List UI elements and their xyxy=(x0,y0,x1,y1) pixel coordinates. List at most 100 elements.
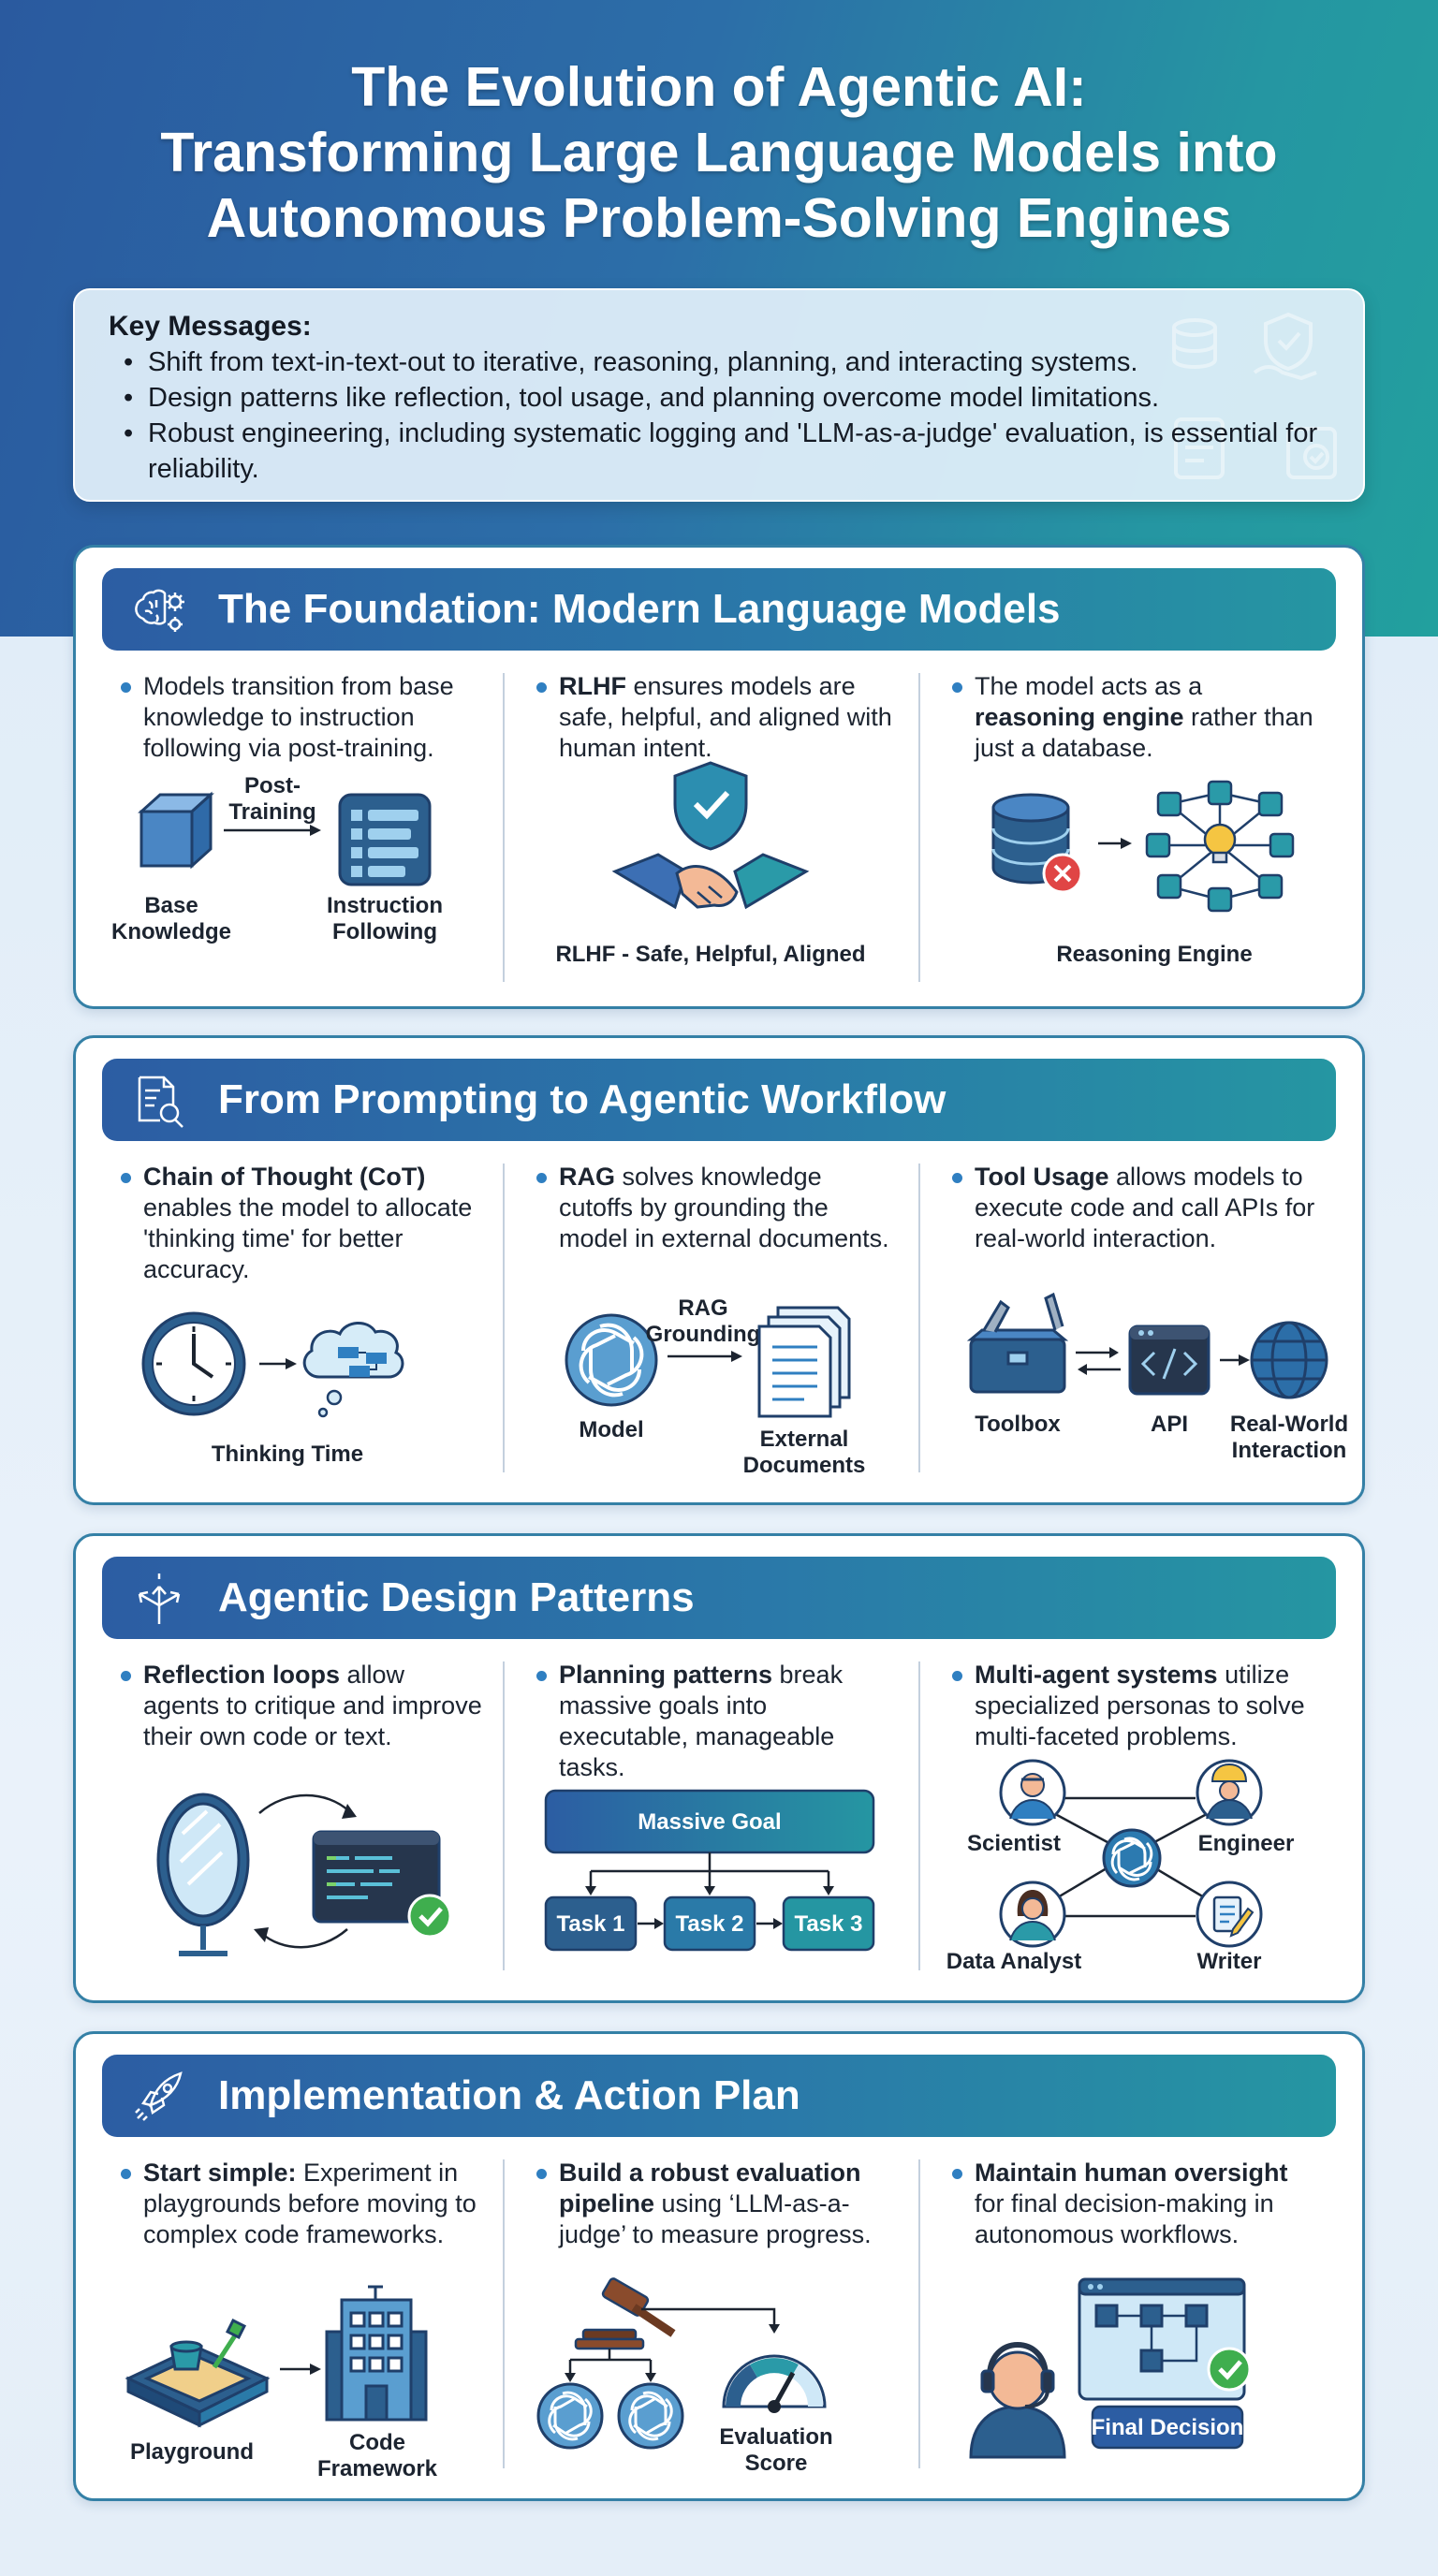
task-3-box xyxy=(782,1895,875,1952)
arrow-head xyxy=(310,825,321,836)
loop-arrow xyxy=(260,1928,348,1949)
section-title: The Foundation: Modern Language Models xyxy=(218,586,1061,632)
clock-icon xyxy=(141,1311,246,1416)
section-title: Agentic Design Patterns xyxy=(218,1574,695,1620)
final-decision-label: Final Decision xyxy=(1092,2415,1244,2440)
column-bold-text: Chain of Thought (CoT) xyxy=(143,1163,426,1191)
sandbox-icon xyxy=(125,2318,271,2428)
arrow-head xyxy=(769,2324,780,2334)
model-label: Model xyxy=(579,1417,643,1442)
key-messages-box: Key Messages: Shift from text-in-text-ou… xyxy=(73,288,1365,502)
tree-connector xyxy=(589,1852,830,1888)
final-decision-badge xyxy=(1091,2405,1244,2450)
column-description: using ‘LLM-as-a-judge’ to measure progre… xyxy=(559,2189,872,2248)
section-header: From Prompting to Agentic Workflow xyxy=(102,1059,1336,1141)
column-description: enables the model to allocate 'thinking … xyxy=(143,1193,473,1283)
playground-label: Playground xyxy=(130,2439,254,2465)
api-label: API xyxy=(1151,1412,1188,1437)
headset-person-icon xyxy=(969,2341,1066,2459)
column-bold-text: Reflection loops xyxy=(143,1661,341,1689)
column-divider xyxy=(503,2159,505,2468)
arrow-head xyxy=(731,1351,742,1362)
column-reflection: Reflection loops allow agents to critiqu… xyxy=(102,1650,488,1980)
toolbox-icon xyxy=(966,1292,1069,1394)
column-bold-text: Start simple: xyxy=(143,2159,297,2187)
task-3-label: Task 3 xyxy=(795,1911,863,1937)
code-window-icon xyxy=(1128,1325,1211,1396)
column-description: utilize specialized personas to solve mu… xyxy=(975,1661,1305,1750)
building-icon xyxy=(325,2285,428,2422)
world-label-2: Interaction xyxy=(1232,1438,1347,1463)
rocket-icon xyxy=(135,2071,183,2121)
column-text: Maintain human oversight for final decis… xyxy=(952,2158,1317,2250)
scientist-avatar-icon xyxy=(999,1759,1066,1826)
column-multi-agent: Multi-agent systems utilize specialized … xyxy=(933,1650,1319,1980)
globe-icon xyxy=(1250,1321,1328,1399)
rag-arrow-label-top: RAG xyxy=(678,1295,727,1321)
cube-icon xyxy=(138,791,214,870)
base-label-1: Base xyxy=(144,893,198,918)
column-description: allows models to execute code and call A… xyxy=(975,1163,1315,1252)
thinking-time-illustration: Thinking Time xyxy=(141,1311,404,1467)
column-text: Start simple: Experiment in playgrounds … xyxy=(121,2158,486,2250)
section-header: Implementation & Action Plan xyxy=(102,2055,1336,2137)
rag-arrow-label-bottom: Grounding xyxy=(646,1322,761,1347)
reasoning-illustration: Reasoning Engine xyxy=(991,780,1295,967)
title-line-3: Autonomous Problem-Solving Engines xyxy=(206,187,1232,249)
column-text: RAG solves knowledge cutoffs by groundin… xyxy=(536,1162,902,1254)
hub-openai-icon xyxy=(1102,1828,1162,1888)
column-description: allow agents to critique and improve the… xyxy=(143,1661,482,1750)
column-description-prefix: The model acts as a xyxy=(975,672,1203,700)
column-start-simple: Start simple: Experiment in playgrounds … xyxy=(102,2148,488,2481)
column-description: rather than just a database. xyxy=(975,703,1313,762)
task-1-label: Task 1 xyxy=(557,1911,625,1937)
openai-knot-icon xyxy=(565,1313,658,1407)
branching-arrows-icon xyxy=(138,1573,181,1624)
thought-cloud-icon xyxy=(302,1322,404,1418)
column-description: ensures models are safe, helpful, and al… xyxy=(559,672,892,762)
key-message-item: Robust engineering, including systematic… xyxy=(124,416,1329,487)
bidirectional-arrow xyxy=(1076,1351,1121,1371)
arrow-head xyxy=(1121,838,1132,849)
column-text: The model acts as a reasoning engine rat… xyxy=(952,671,1317,764)
page-title: The Evolution of Agentic AI: Transformin… xyxy=(56,54,1382,251)
column-bold-text: reasoning engine xyxy=(975,703,1184,731)
scientist-label: Scientist xyxy=(967,1831,1061,1856)
column-text: Models transition from base knowledge to… xyxy=(121,671,486,764)
rag-illustration: RAG Grounding Model External Documents xyxy=(565,1295,865,1478)
human-oversight-illustration: Final Decision xyxy=(969,2277,1252,2459)
column-text: Reflection loops allow agents to critiqu… xyxy=(121,1660,486,1752)
engineer-label: Engineer xyxy=(1198,1831,1295,1856)
column-divider xyxy=(918,1164,920,1472)
reasoning-caption: Reasoning Engine xyxy=(1056,942,1252,967)
column-divider xyxy=(503,673,505,982)
column-bold-text: Planning patterns xyxy=(559,1661,773,1689)
world-label-1: Real-World xyxy=(1230,1412,1348,1437)
thinking-caption: Thinking Time xyxy=(212,1442,363,1467)
column-planning: Planning patterns break massive goals in… xyxy=(518,1650,903,1980)
tool-usage-illustration: Toolbox API Real-World Interaction xyxy=(966,1292,1348,1463)
column-chain-of-thought: Chain of Thought (CoT) enables the model… xyxy=(102,1152,488,1482)
arrow-head xyxy=(704,1886,715,1895)
arrow-head xyxy=(585,1886,596,1895)
reflection-illustration xyxy=(156,1793,452,1956)
framework-label-1: Code xyxy=(349,2430,405,2455)
key-message-item: Design patterns like reflection, tool us… xyxy=(124,380,1329,416)
key-messages-list: Shift from text-in-text-out to iterative… xyxy=(109,344,1329,487)
section-title: Implementation & Action Plan xyxy=(218,2072,800,2118)
base-label-2: Knowledge xyxy=(111,919,231,944)
column-text: Tool Usage allows models to execute code… xyxy=(952,1162,1317,1254)
column-text: Build a robust evaluation pipeline using… xyxy=(536,2158,902,2250)
judge-connector xyxy=(568,2349,653,2373)
task-2-label: Task 2 xyxy=(676,1911,744,1937)
documents-label-1: External xyxy=(760,1427,849,1452)
column-divider xyxy=(918,673,920,982)
column-text: Multi-agent systems utilize specialized … xyxy=(952,1660,1317,1752)
massive-goal-label: Massive Goal xyxy=(638,1809,781,1835)
instruction-label-1: Instruction xyxy=(327,893,443,918)
gavel-icon xyxy=(574,2277,676,2350)
gauge-icon xyxy=(722,2354,827,2413)
column-text: Planning patterns break massive goals in… xyxy=(536,1660,902,1783)
post-training-illustration: Post- Training Base Knowledge Instructio… xyxy=(111,773,443,944)
arrow-label-bottom: Training xyxy=(228,799,315,825)
